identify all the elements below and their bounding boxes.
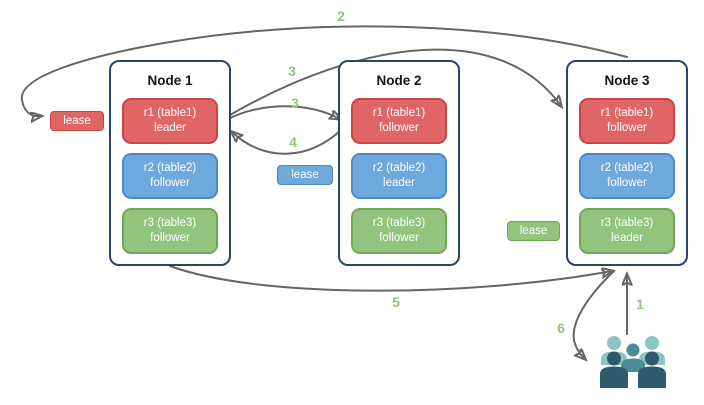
node3-replica-r2: r2 (table2) follower bbox=[579, 153, 675, 199]
replica-role: leader bbox=[611, 232, 643, 244]
node2-replica-r2: r2 (table2) leader bbox=[351, 153, 447, 199]
replica-role: follower bbox=[379, 122, 419, 134]
step-label-6: 6 bbox=[557, 320, 565, 336]
node-1-card: Node 1 r1 (table1) leader r2 (table2) fo… bbox=[109, 60, 231, 266]
node1-replica-r1: r1 (table1) leader bbox=[122, 98, 218, 144]
replica-name: r1 (table1) bbox=[600, 107, 654, 120]
replica-name: r3 (table3) bbox=[372, 217, 426, 230]
node-2-card: Node 2 r1 (table1) follower r2 (table2) … bbox=[338, 60, 460, 266]
step-label-5: 5 bbox=[392, 294, 400, 310]
replica-name: r3 (table3) bbox=[600, 217, 654, 230]
step-label-3b: 3 bbox=[291, 95, 299, 111]
node-1-title: Node 1 bbox=[147, 73, 193, 88]
step-label-2: 2 bbox=[337, 8, 345, 24]
replica-role: leader bbox=[154, 122, 186, 134]
node2-replica-r3: r3 (table3) follower bbox=[351, 208, 447, 254]
node-3-title: Node 3 bbox=[604, 73, 650, 88]
arrow-step5-node1-to-node3 bbox=[169, 265, 612, 292]
node1-replica-r2: r2 (table2) follower bbox=[122, 153, 218, 199]
replica-name: r1 (table1) bbox=[372, 107, 426, 120]
replica-role: follower bbox=[150, 177, 190, 189]
users-group-icon bbox=[600, 336, 666, 388]
replica-name: r2 (table2) bbox=[600, 162, 654, 175]
replica-role: follower bbox=[607, 177, 647, 189]
node3-replica-r1: r1 (table1) follower bbox=[579, 98, 675, 144]
step-label-1: 1 bbox=[636, 296, 644, 312]
replica-role: follower bbox=[607, 122, 647, 134]
step-label-3a: 3 bbox=[288, 63, 296, 79]
replica-role: leader bbox=[383, 177, 415, 189]
node2-replica-r1: r1 (table1) follower bbox=[351, 98, 447, 144]
node1-replica-r3: r3 (table3) follower bbox=[122, 208, 218, 254]
step-label-4: 4 bbox=[289, 134, 297, 150]
node-2-title: Node 2 bbox=[376, 73, 422, 88]
node3-replica-r3: r3 (table3) leader bbox=[579, 208, 675, 254]
replica-role: follower bbox=[379, 232, 419, 244]
lease-tag-table3: lease bbox=[507, 221, 560, 241]
replica-name: r2 (table2) bbox=[372, 162, 426, 175]
replica-name: r2 (table2) bbox=[143, 162, 197, 175]
replica-name: r1 (table1) bbox=[143, 107, 197, 120]
arrow-step3-node1-to-node2 bbox=[227, 105, 340, 119]
replica-role: follower bbox=[150, 232, 190, 244]
replica-name: r3 (table3) bbox=[143, 217, 197, 230]
lease-tag-table2: lease bbox=[277, 165, 333, 185]
lease-tag-table1: lease bbox=[50, 111, 104, 131]
node-3-card: Node 3 r1 (table1) follower r2 (table2) … bbox=[566, 60, 688, 266]
